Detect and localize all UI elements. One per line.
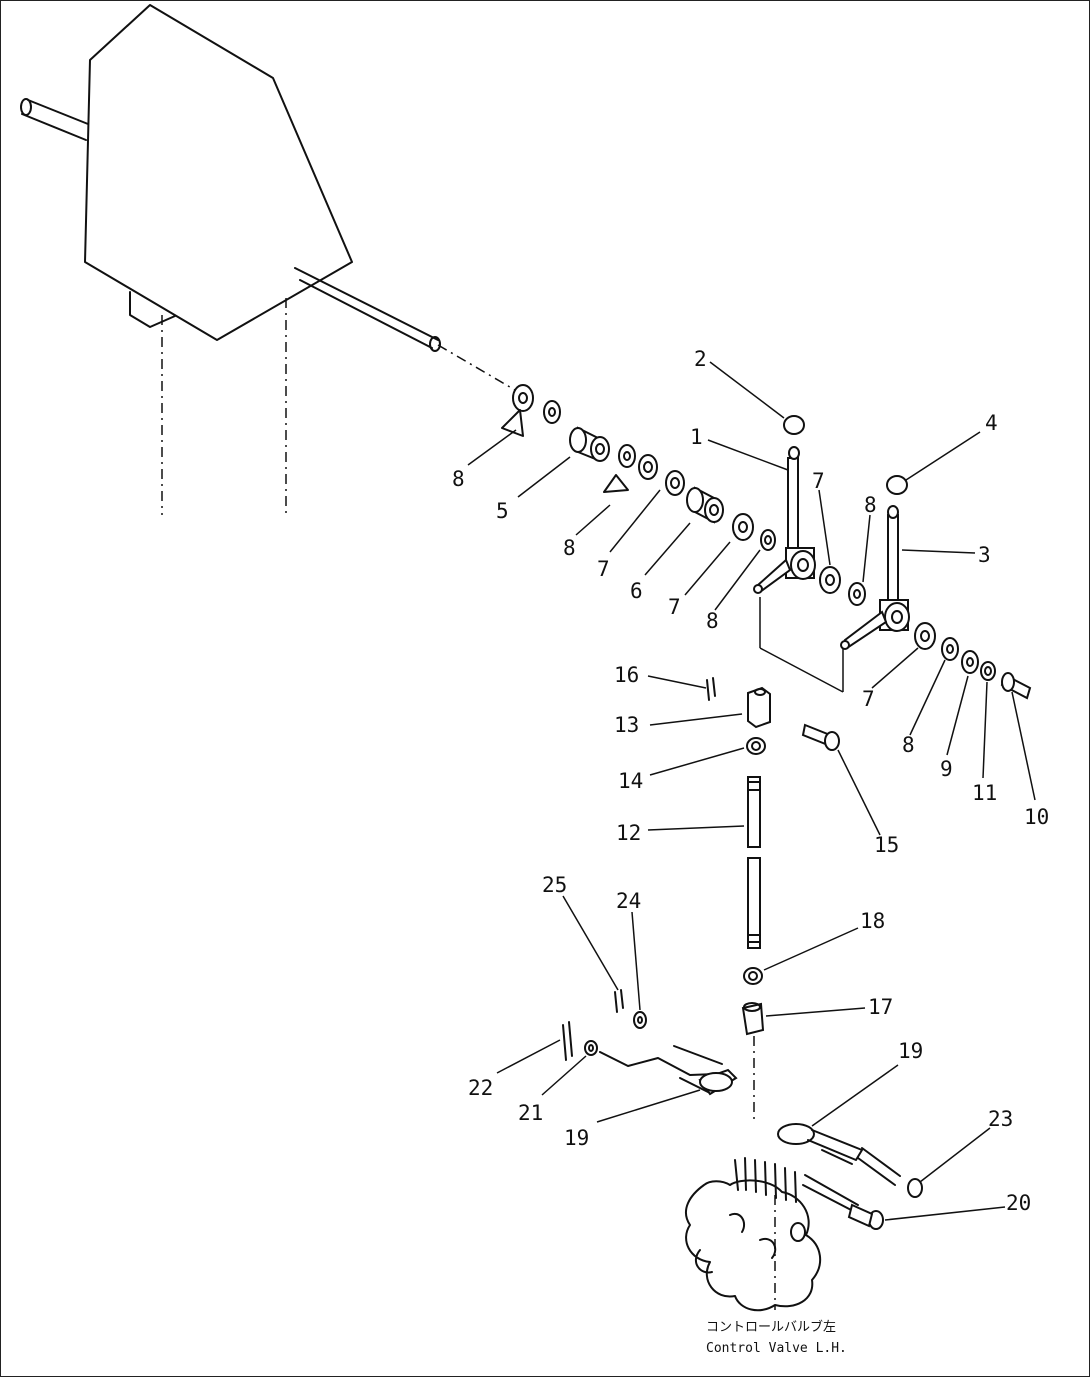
callout-20: 20 — [1006, 1191, 1031, 1215]
callout-10: 10 — [1024, 805, 1049, 829]
callout-14: 14 — [618, 769, 643, 793]
callout-5: 5 — [496, 499, 509, 523]
right-lever — [777, 1123, 923, 1230]
callout-15: 15 — [874, 833, 899, 857]
left-lever — [562, 989, 738, 1096]
callout-17: 17 — [868, 995, 893, 1019]
callout-labels: 2 1 4 7 8 3 8 5 8 7 6 7 8 16 13 14 12 15… — [452, 347, 1049, 1215]
caption-english: Control Valve L.H. — [706, 1341, 847, 1356]
callout-19: 19 — [564, 1126, 589, 1150]
control-valve — [685, 1157, 822, 1312]
callout-7: 7 — [597, 557, 610, 581]
callout-3: 3 — [978, 543, 991, 567]
callout-16: 16 — [614, 663, 639, 687]
callout-6: 6 — [630, 579, 643, 603]
callout-7: 7 — [668, 595, 681, 619]
callout-1: 1 — [690, 425, 703, 449]
callout-2: 2 — [694, 347, 707, 371]
callout-4: 4 — [985, 411, 998, 435]
callout-8: 8 — [864, 493, 877, 517]
callout-24: 24 — [616, 889, 641, 913]
shaft-parts — [501, 384, 1032, 700]
callout-21: 21 — [518, 1101, 543, 1125]
callout-23: 23 — [988, 1107, 1013, 1131]
callout-8: 8 — [563, 536, 576, 560]
callout-19: 19 — [898, 1039, 923, 1063]
callout-7: 7 — [812, 469, 825, 493]
callout-9: 9 — [940, 757, 953, 781]
callout-13: 13 — [614, 713, 639, 737]
callout-18: 18 — [860, 909, 885, 933]
callout-12: 12 — [616, 821, 641, 845]
callout-22: 22 — [468, 1076, 493, 1100]
caption-japanese: コントロールバルブ左 — [706, 1319, 836, 1335]
callout-11: 11 — [972, 781, 997, 805]
callout-25: 25 — [542, 873, 567, 897]
callout-8: 8 — [902, 733, 915, 757]
console-housing — [20, 4, 516, 515]
callout-8: 8 — [452, 467, 465, 491]
leader-lines — [467, 361, 1036, 1221]
linkage — [706, 597, 844, 1120]
callout-8: 8 — [706, 609, 719, 633]
callout-7: 7 — [862, 687, 875, 711]
